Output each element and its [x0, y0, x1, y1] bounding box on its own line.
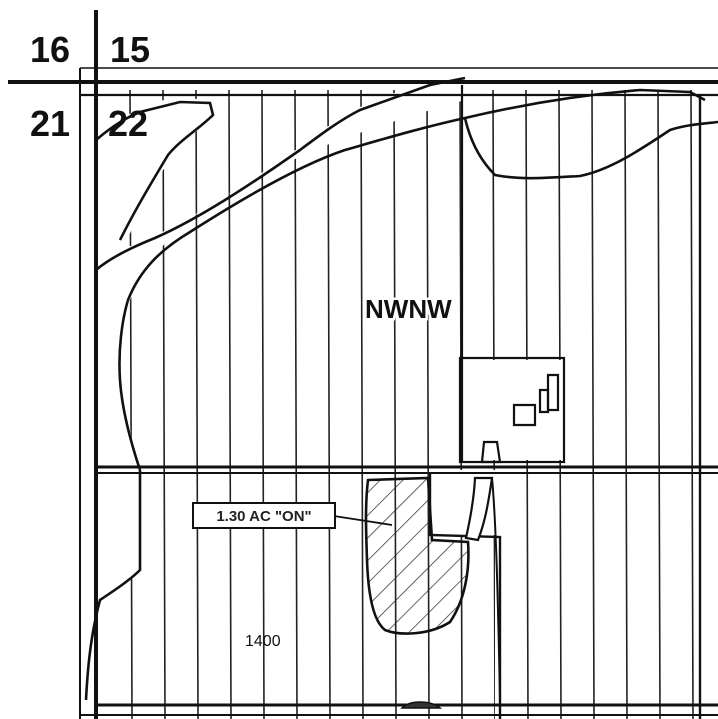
section-number-22: 22 — [108, 103, 148, 144]
section-lines — [8, 10, 718, 719]
field-stripe-line — [162, 89, 166, 719]
field-stripe-line — [228, 89, 232, 719]
hatched-field-on — [364, 476, 470, 635]
field-stripe-line — [327, 89, 331, 719]
field-stripe-line — [294, 89, 298, 719]
field-stripe-line — [261, 89, 265, 719]
callout-box — [192, 502, 336, 529]
field-stripe-line — [591, 89, 595, 719]
section-number-16: 16 — [30, 29, 70, 70]
field-stripe-line — [360, 89, 364, 719]
tract-label: NWNW — [365, 294, 452, 324]
callout-leader-line — [333, 515, 393, 526]
drainage-channel — [464, 476, 494, 542]
small-culvert — [400, 701, 443, 709]
section-number-15: 15 — [110, 29, 150, 70]
field-stripe-line — [624, 89, 628, 719]
field-stripe-line — [690, 89, 694, 719]
acreage-callout: 1.30 AC "ON" — [216, 508, 311, 525]
building-outline — [458, 356, 566, 464]
section-number-21: 21 — [30, 103, 70, 144]
field-notch-outline — [428, 472, 502, 719]
field-stripe-line — [657, 89, 661, 719]
south-field-edge — [491, 477, 501, 701]
field-stripe-line — [195, 89, 199, 719]
soil-code-label: 1400 — [245, 633, 281, 650]
